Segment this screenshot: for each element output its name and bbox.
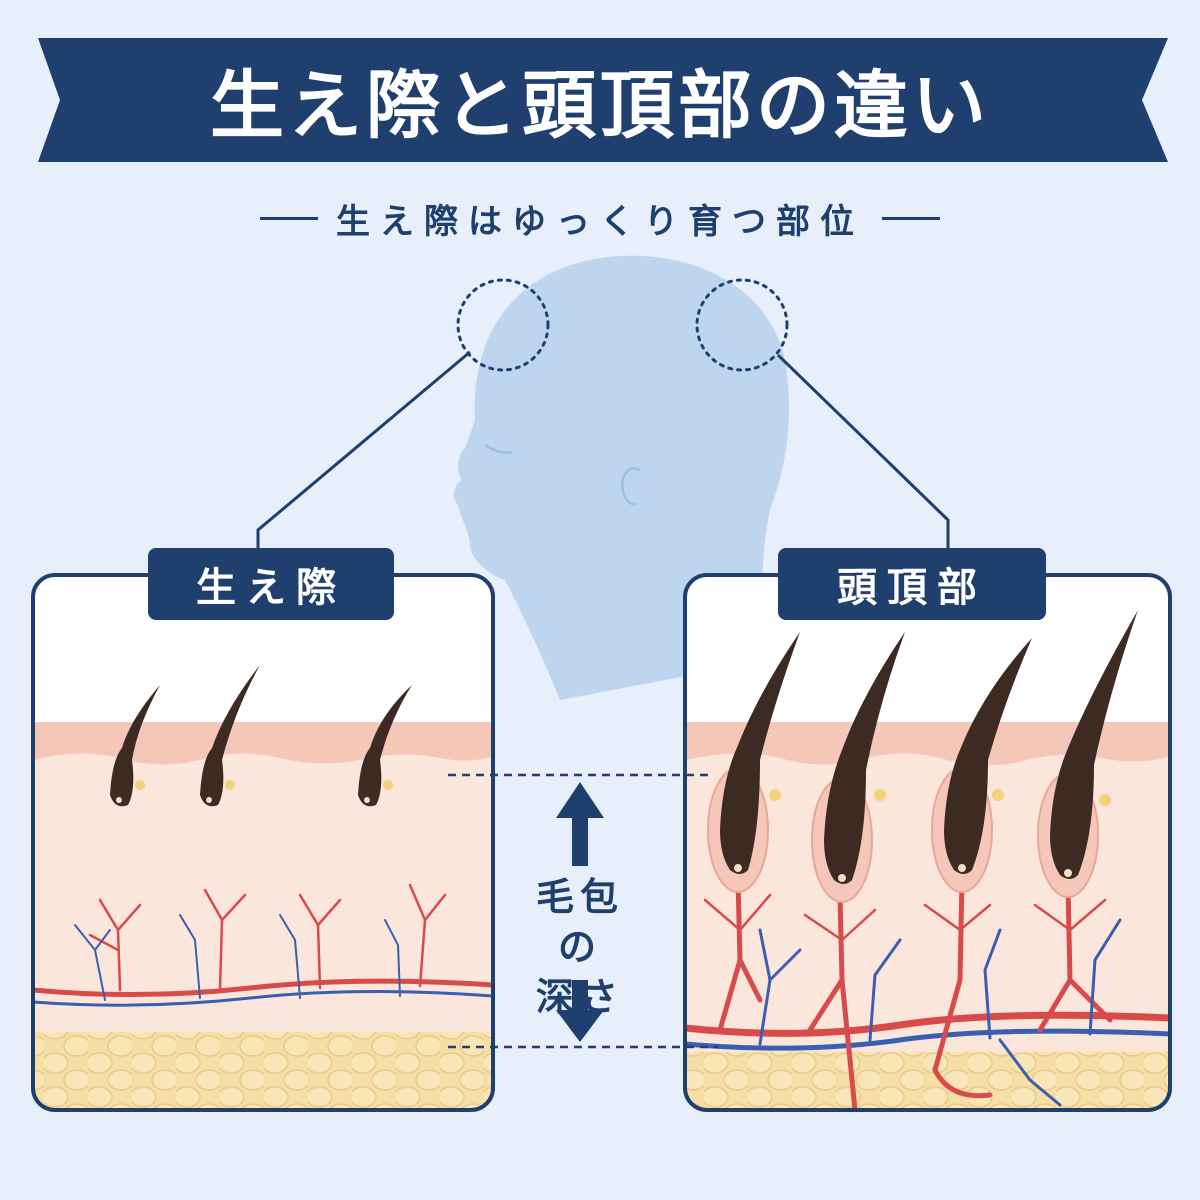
arrow-down-icon xyxy=(556,980,604,1042)
follicle-depth-label: 毛包の 深さ xyxy=(515,872,645,1022)
title-banner xyxy=(38,38,1168,162)
crown-follicles xyxy=(707,610,1138,903)
subtitle: 生え際はゆっくり育つ部位 xyxy=(0,192,1200,244)
crown-label: 頭頂部 xyxy=(778,548,1046,620)
arrow-up-icon xyxy=(556,782,604,866)
crown-connector xyxy=(776,353,950,578)
subtitle-dash-left xyxy=(260,216,318,220)
hairline-connector xyxy=(256,350,471,578)
subtitle-dash-right xyxy=(882,216,940,220)
hairline-marker-circle xyxy=(456,278,550,372)
face-details xyxy=(484,443,641,507)
follicle-depth-line2: 深さ xyxy=(535,975,624,1019)
hairline-label: 生え際 xyxy=(148,548,394,620)
crown-panel xyxy=(683,573,1172,1112)
page-title: 生え際と頭頂部の違い xyxy=(210,62,990,149)
hairline-follicles xyxy=(110,665,412,807)
depth-indicator xyxy=(448,773,718,1049)
follicle-depth-line1: 毛包の xyxy=(535,875,624,969)
subtitle-text: 生え際はゆっくり育つ部位 xyxy=(336,201,864,242)
hairline-panel xyxy=(31,573,495,1112)
crown-marker-circle xyxy=(695,278,789,372)
